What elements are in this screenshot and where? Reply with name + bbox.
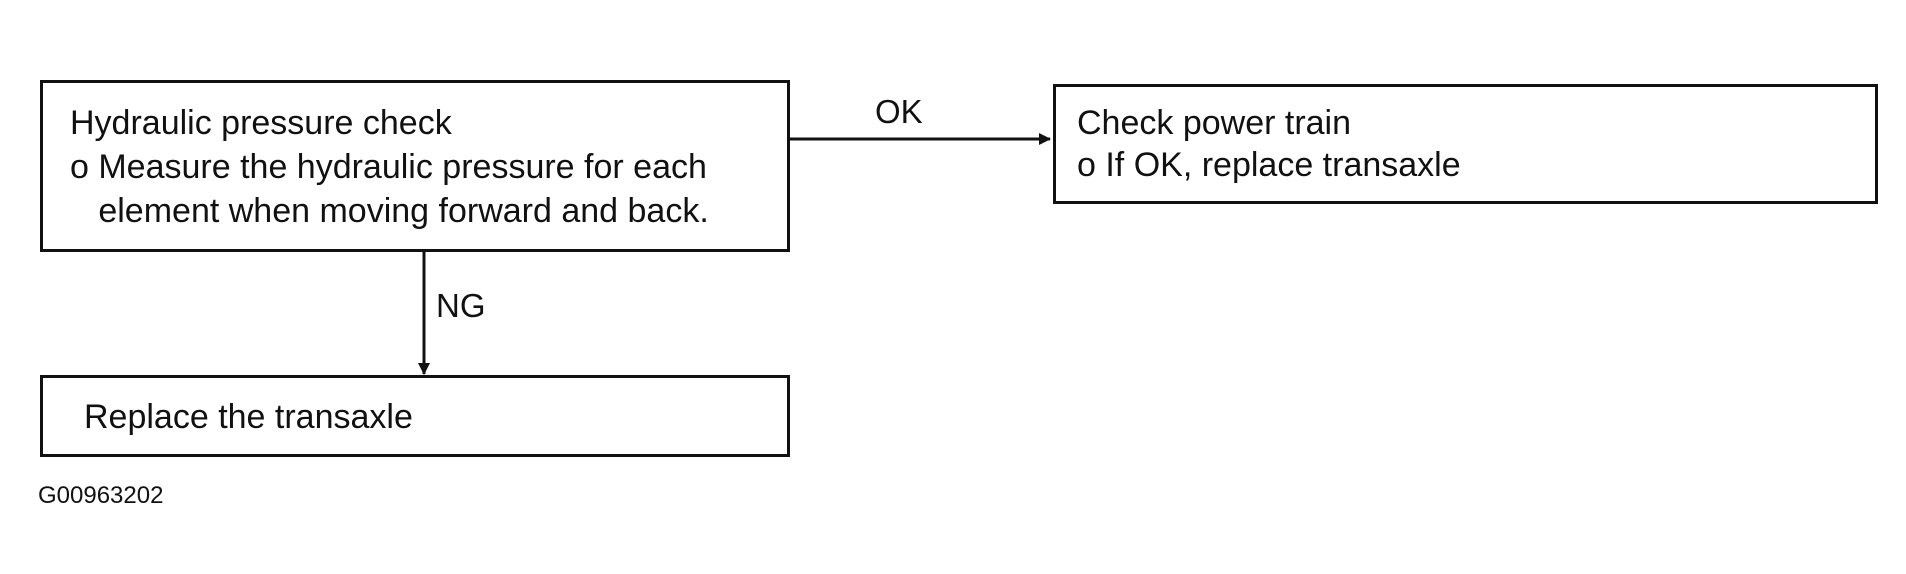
- figure-id: G00963202: [38, 482, 164, 509]
- ok-label: OK: [875, 93, 923, 130]
- hydraulic-check-step-line-1: o Measure the hydraulic pressure for eac…: [70, 148, 707, 186]
- hydraulic-pressure-check-box: Hydraulic pressure check o Measure the h…: [40, 80, 790, 252]
- hydraulic-check-step-line-2: element when moving forward and back.: [70, 192, 709, 230]
- power-train-title: Check power train: [1077, 104, 1352, 142]
- power-train-step: o If OK, replace transaxle: [1077, 146, 1461, 184]
- check-power-train-box: Check power train o If OK, replace trans…: [1053, 84, 1878, 204]
- replace-transaxle-box: Replace the transaxle: [40, 375, 790, 457]
- hydraulic-check-title: Hydraulic pressure check: [70, 104, 452, 142]
- ng-label: NG: [436, 287, 486, 324]
- replace-transaxle-text: Replace the transaxle: [84, 398, 413, 436]
